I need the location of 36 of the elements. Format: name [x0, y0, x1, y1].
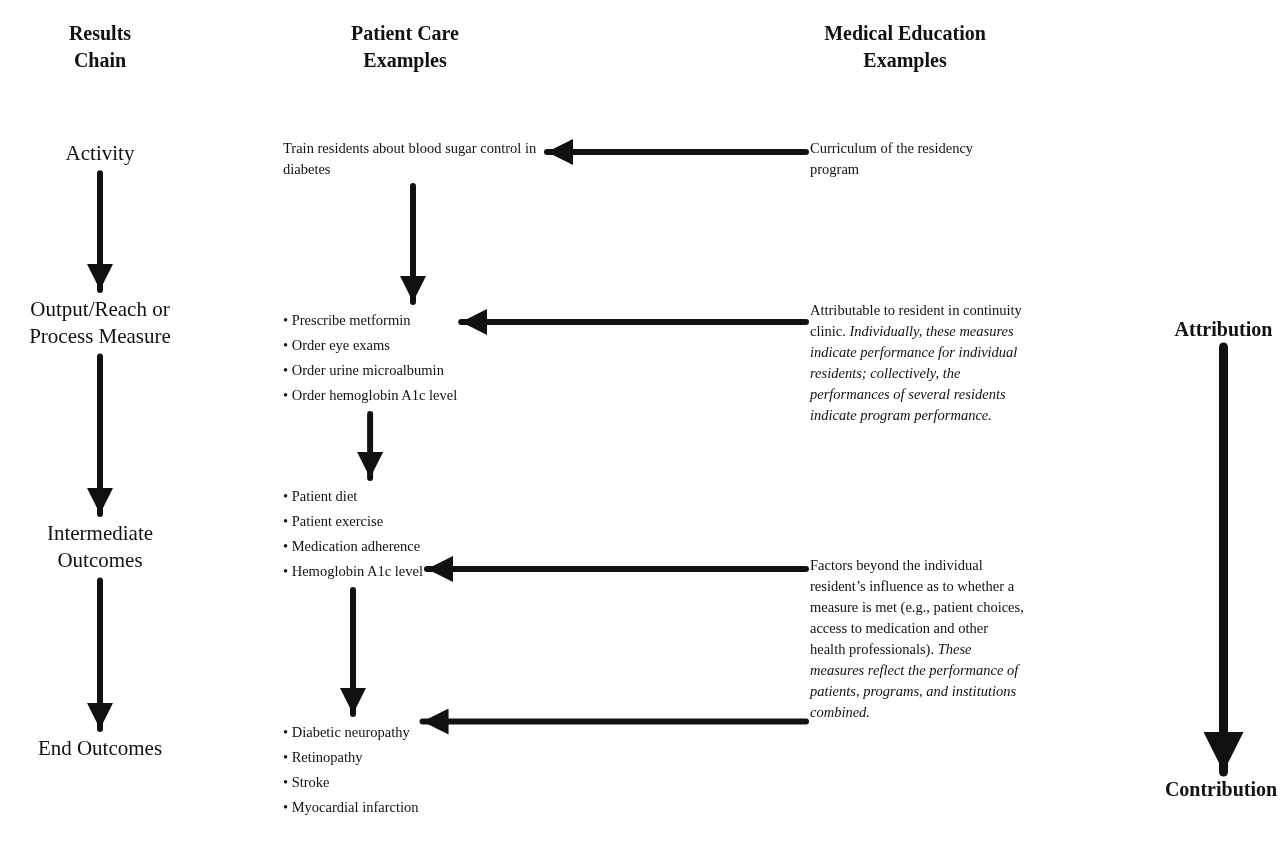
list-item: • Stroke — [283, 773, 331, 792]
list-item: • Order urine microalbumin — [283, 361, 445, 380]
column-heading: Results Chain — [67, 21, 133, 73]
list-item: • Prescribe metformin — [283, 311, 412, 330]
arrow — [458, 309, 809, 335]
step-label: Intermediate Outcomes — [20, 520, 180, 575]
list-item: • Order hemoglobin A1c level — [283, 386, 458, 405]
list-item: • Diabetic neuropathy — [283, 723, 411, 742]
column-heading: Medical Education Examples — [823, 21, 987, 74]
step-label: Output/Reach or Process Measure — [0, 296, 200, 351]
example-text: Curriculum of the residency program — [810, 138, 1010, 181]
example-text: Train residents about blood sugar control in diabetes — [283, 138, 543, 181]
step-label: End Outcomes — [20, 735, 180, 763]
scale-label: Attribution — [1160, 318, 1287, 341]
column-heading: Patient Care Examples — [350, 21, 460, 74]
arrow — [87, 170, 113, 293]
arrow — [340, 587, 366, 717]
arrow — [419, 708, 809, 735]
list-item: • Retinopathy — [283, 748, 364, 767]
arrow — [544, 139, 809, 165]
arrow — [357, 411, 384, 481]
list-item: • Hemoglobin A1c level — [283, 562, 423, 581]
example-text: Factors beyond the individual resident’s influence as to whether a measure is met (e.g., patient choices, access to medication and other health professionals). These measures reflect the performance of patients, programs, and institutions combined. — [810, 555, 1025, 724]
list-item: • Order eye exams — [283, 336, 391, 355]
list-item: • Myocardial infarction — [283, 798, 419, 817]
arrow — [87, 353, 113, 517]
scale-label: Contribution — [1155, 778, 1287, 801]
list-item: • Patient exercise — [283, 512, 385, 531]
list-item: • Patient diet — [283, 487, 359, 506]
example-text: Attributable to resident in continuity clinic. Individually, these measures indicate performance for individual residents; collectively, the performances of several residents indicate program performance. — [810, 300, 1025, 427]
list-item: • Medication adherence — [283, 537, 422, 556]
arrow — [424, 556, 809, 582]
arrow — [1203, 342, 1244, 777]
arrow — [87, 577, 113, 732]
step-label: Activity — [20, 140, 180, 168]
arrow — [400, 183, 426, 305]
